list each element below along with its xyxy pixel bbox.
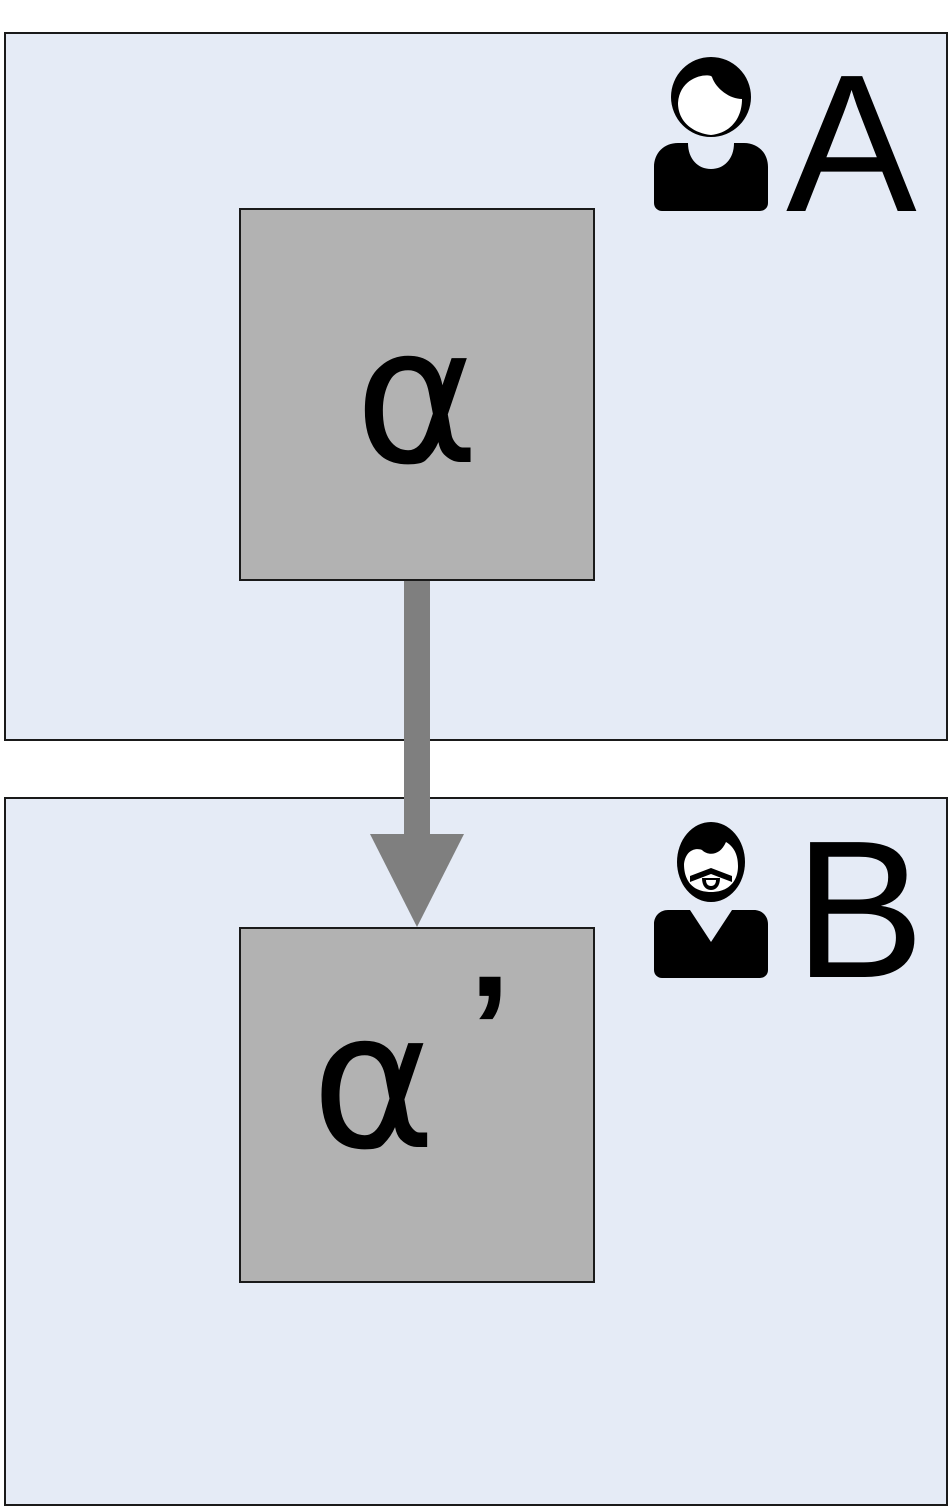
alpha-box: α: [239, 208, 595, 581]
party-a-letter: A: [786, 34, 917, 253]
alpha-prime-box: α ’: [239, 927, 595, 1283]
alpha-label: α: [354, 286, 480, 507]
prime-mark: ’: [469, 944, 511, 1112]
bearded-man-user-icon: [654, 822, 768, 978]
woman-user-icon: [654, 57, 768, 211]
alpha-prime-label: α: [311, 971, 437, 1192]
party-b-letter: B: [794, 800, 925, 1019]
